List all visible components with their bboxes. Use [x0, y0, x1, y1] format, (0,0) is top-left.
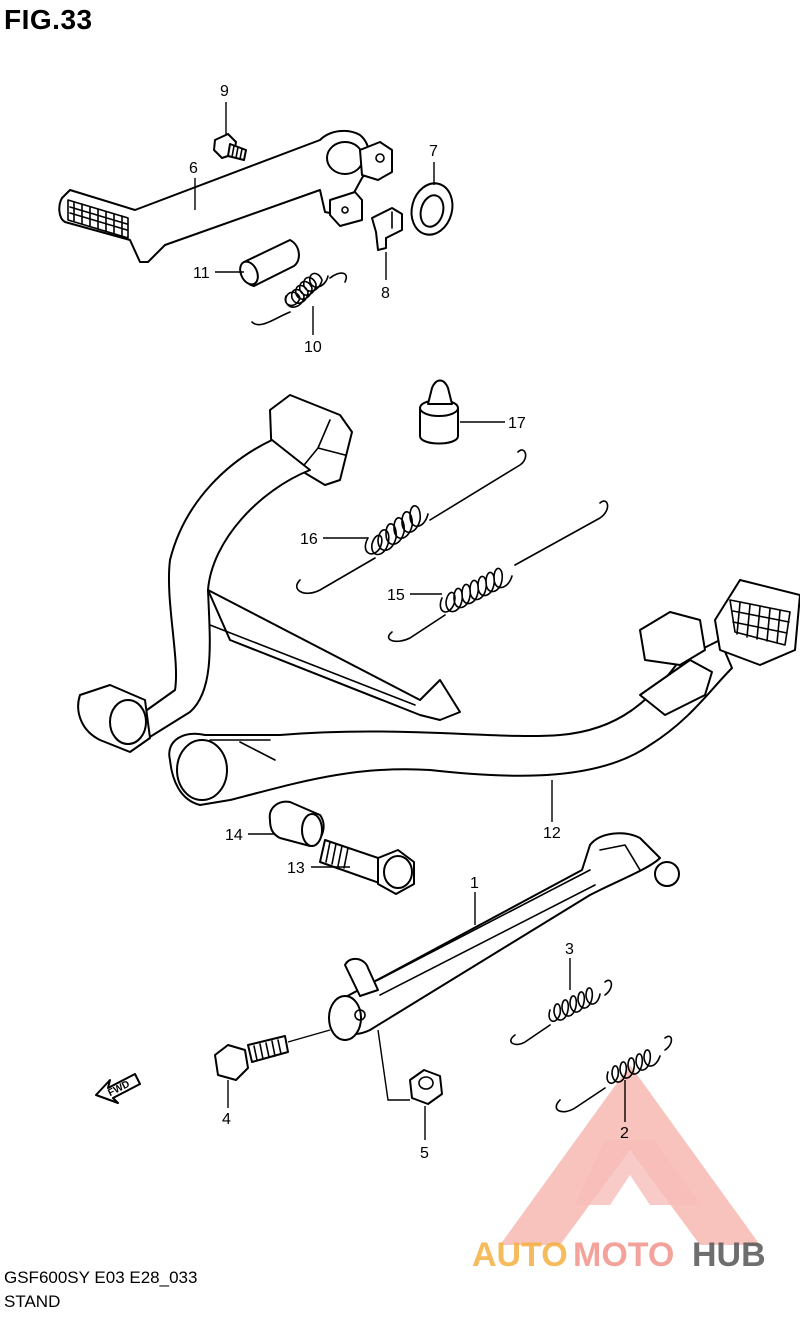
model-code: GSF600SY E03 E28_033 [4, 1268, 198, 1287]
callout-7: 7 [429, 143, 438, 160]
callout-4: 4 [222, 1111, 231, 1128]
callout-16: 16 [300, 531, 318, 548]
part-12-center-stand [77, 394, 800, 806]
watermark-logo-icon [500, 1065, 760, 1245]
part-9-bolt [213, 133, 247, 161]
part-6-pedal [58, 129, 393, 263]
part-11-bushing [239, 239, 300, 287]
part-4-bolt [214, 1035, 289, 1081]
callout-13: 13 [287, 860, 305, 877]
part-15-spring [387, 500, 609, 643]
fwd-direction-icon: FWD [95, 1073, 141, 1104]
part-5-nut [409, 1069, 443, 1105]
callout-1: 1 [470, 875, 479, 892]
part-1-side-stand [328, 832, 680, 1041]
callout-6: 6 [189, 160, 198, 177]
callout-10: 10 [304, 339, 322, 356]
callout-14: 14 [225, 827, 243, 844]
part-16-spring [296, 449, 527, 595]
callout-12: 12 [543, 825, 561, 842]
watermark-text-hub: HUB [692, 1236, 766, 1274]
part-2-spring [555, 1035, 673, 1113]
callout-8: 8 [381, 285, 390, 302]
part-17-stopper [419, 379, 459, 445]
part-7-washer [410, 182, 454, 236]
watermark-text-auto: AUTO [472, 1236, 568, 1274]
part-8-clip [371, 207, 403, 251]
callout-3: 3 [565, 941, 574, 958]
callout-5: 5 [420, 1145, 429, 1162]
callout-2: 2 [620, 1125, 629, 1142]
callout-9: 9 [220, 83, 229, 100]
section-name: STAND [4, 1292, 61, 1311]
callout-15: 15 [387, 587, 405, 604]
part-14-collar [268, 800, 325, 847]
callout-11: 11 [193, 265, 210, 282]
figure-title: FIG.33 [4, 4, 93, 35]
part-3-spring [510, 979, 613, 1046]
watermark-text-moto: MOTO [573, 1236, 674, 1274]
leader-lines [194, 102, 626, 1140]
part-13-bolt [319, 839, 415, 895]
callout-17: 17 [508, 415, 526, 432]
part-10-spring [251, 272, 348, 326]
